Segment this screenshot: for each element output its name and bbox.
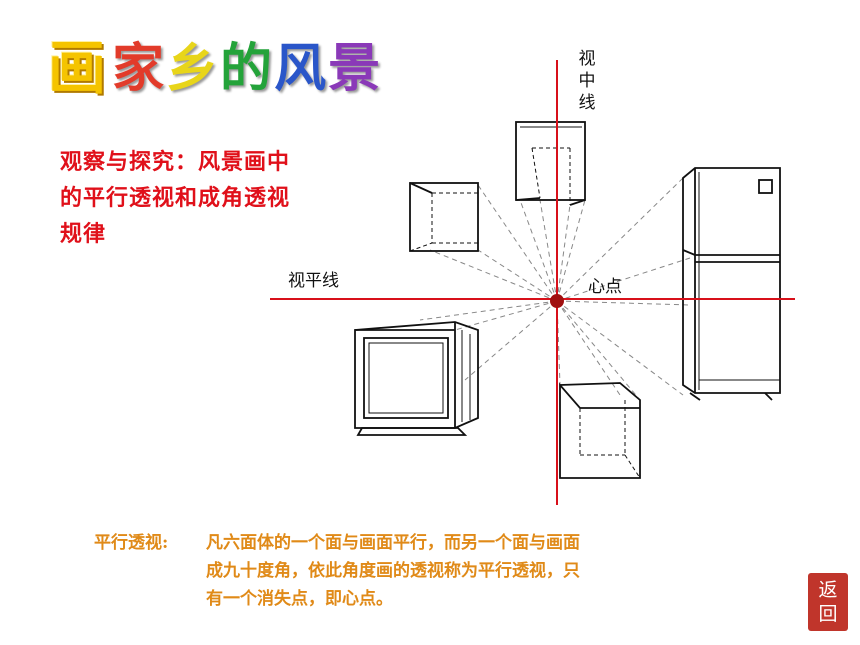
title-char-3: 的 <box>220 37 273 99</box>
vanishing-point-label: 心点 <box>588 277 622 297</box>
page-title: 画 家 乡 的 风 景 <box>48 26 380 102</box>
center-line-label-char-3: 线 <box>578 93 596 113</box>
title-char-1: 家 <box>112 37 165 99</box>
title-char-2: 乡 <box>166 37 219 99</box>
center-line-label: 视 中 线 <box>577 48 597 114</box>
description-term: 平行透视: <box>94 533 169 553</box>
title-rest: 家 乡 的 风 景 <box>110 26 380 101</box>
title-char-5: 景 <box>328 37 381 99</box>
back-button[interactable]: 返 回 <box>808 573 848 631</box>
description-line-1: 凡六面体的一个面与画面平行，而另一个面与画面 <box>206 533 580 553</box>
description: 平行透视: 凡六面体的一个面与画面平行，而另一个面与画面成九十度角，依此角度画的透… <box>94 529 754 613</box>
back-button-char-2: 回 <box>818 603 838 625</box>
bottom-box <box>559 382 641 479</box>
monitor-drawing <box>354 321 479 436</box>
perspective-rays <box>419 177 691 401</box>
title-char-4: 风 <box>274 37 327 99</box>
vanishing-point-dot <box>550 294 564 308</box>
intro-text: 观察与探究：风景画中的平行透视和成角透视规律 <box>60 149 291 247</box>
back-button-char-1: 返 <box>818 579 838 601</box>
description-line-2: 成九十度角，依此角度画的透视称为平行透视，只 <box>206 561 580 581</box>
horizon-line-label: 视平线 <box>288 271 339 291</box>
refrigerator-drawing <box>682 167 781 401</box>
title-first-char: 画 <box>48 34 107 102</box>
center-line-label-char-2: 中 <box>578 71 596 91</box>
center-line-label-char-1: 视 <box>578 49 596 69</box>
description-line-3: 有一个消失点，即心点。 <box>206 589 393 609</box>
left-cube <box>409 182 479 252</box>
description-body: 凡六面体的一个面与画面平行，而另一个面与画面成九十度角，依此角度画的透视称为平行… <box>206 529 746 613</box>
top-box <box>515 121 586 206</box>
